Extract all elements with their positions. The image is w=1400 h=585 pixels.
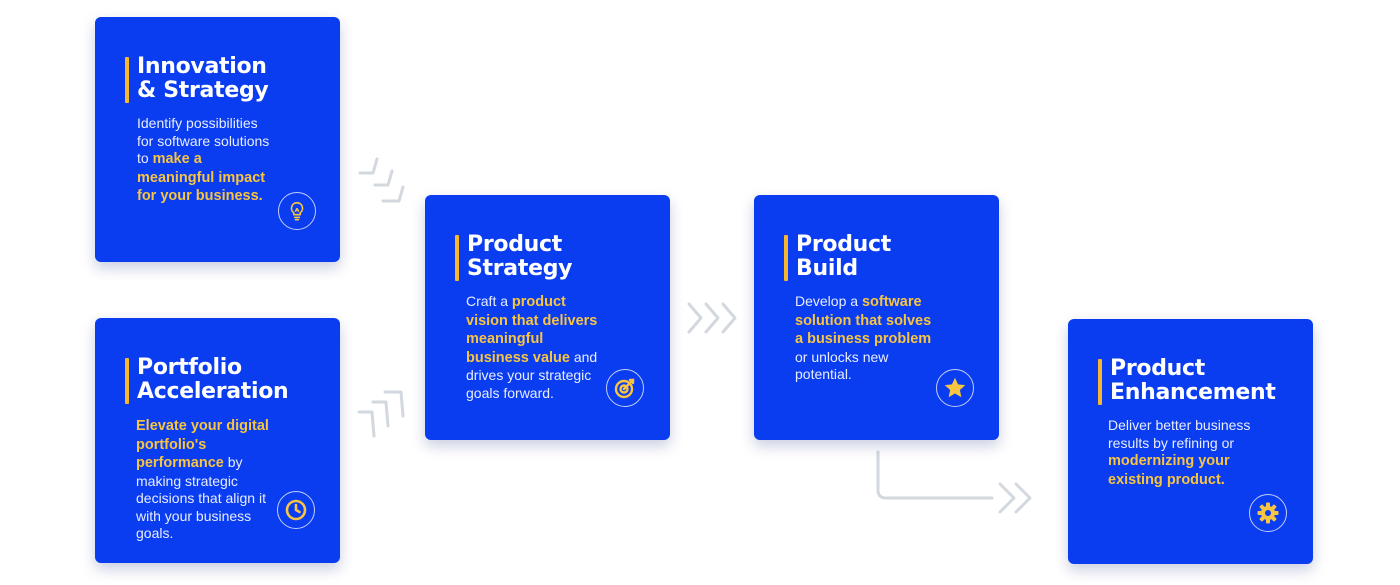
card-innovation-strategy: Innovation & Strategy Identify possibili… [95,17,340,262]
card-portfolio-acceleration: Portfolio Acceleration Elevate your digi… [95,318,340,563]
star-icon [936,369,974,407]
desc-highlight: product vision that delivers meaningful … [466,294,598,366]
clock-icon [277,491,315,529]
card-product-strategy: Product Strategy Craft a product vision … [425,195,670,440]
desc-highlight: modernizing your existing product. [1108,453,1230,488]
desc-text: Develop a [795,293,862,309]
connector-portfolio-to-strategy [357,390,405,438]
card-description: Deliver better business results by refin… [1108,417,1256,489]
connector-innovation-to-strategy [358,157,405,203]
desc-text: Identify possibilities for software solu… [137,115,270,166]
card-header: Innovation & Strategy [125,55,277,103]
accent-bar [455,235,459,281]
card-product-enhancement: Product Enhancement Deliver better busin… [1068,319,1313,564]
desc-text: Craft a [466,293,512,309]
connector-strategy-to-build [687,302,737,334]
accent-bar [1098,359,1102,405]
gear-icon [1249,494,1287,532]
card-title: Portfolio Acceleration [137,355,289,404]
desc-text-post: and drives your strategic goals forward. [466,348,598,401]
card-title: Innovation & Strategy [137,54,269,103]
card-header: Product Build [784,233,906,281]
card-description: Identify possibilities for software solu… [137,115,272,206]
card-title: Product Enhancement [1110,356,1276,405]
desc-highlight: Elevate your digital portfolio's perform… [136,418,269,471]
lightbulb-icon [278,192,316,230]
card-product-build: Product Build Develop a software solutio… [754,195,999,440]
card-header: Portfolio Acceleration [125,356,307,404]
connector-build-to-enhancement [876,450,1032,514]
card-title: Product Build [796,232,891,281]
card-header: Product Enhancement [1098,357,1290,405]
desc-text-post: by making strategic decisions that align… [136,454,266,541]
desc-highlight: make a meaningful impact for your busine… [137,151,266,204]
card-description: Develop a software solution that solves … [795,293,935,384]
desc-text: Deliver better business results by refin… [1108,417,1251,451]
accent-bar [784,235,788,281]
target-icon [606,369,644,407]
desc-highlight: software solution that solves a business… [795,294,932,347]
desc-text-post: or unlocks new potential. [795,348,889,383]
card-description: Elevate your digital portfolio's perform… [136,417,271,543]
accent-bar [125,358,129,404]
card-description: Craft a product vision that delivers mea… [466,293,608,402]
card-title: Product Strategy [467,232,573,281]
card-header: Product Strategy [455,233,587,281]
accent-bar [125,57,129,103]
